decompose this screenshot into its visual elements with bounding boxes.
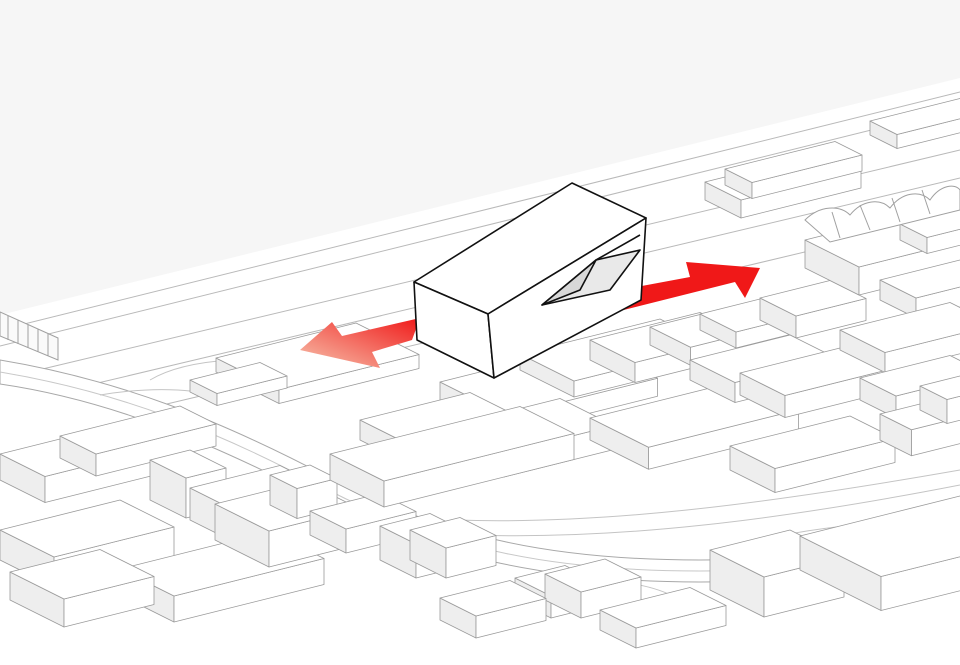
context-building-roof [724, 141, 863, 183]
context-building-roof [544, 558, 642, 593]
road-line [454, 469, 960, 522]
focus-building [413, 182, 647, 379]
context-building [879, 259, 960, 319]
rail-line [0, 107, 960, 347]
context-building-roof [9, 549, 155, 600]
station-canopy [804, 185, 960, 243]
context-building [899, 208, 960, 254]
context-building [439, 580, 547, 639]
context-building [329, 406, 575, 508]
focus-building-notch-shadow [541, 259, 597, 306]
context-building-front [880, 556, 960, 611]
context-building-roof [409, 517, 497, 549]
context-building-front [911, 417, 960, 457]
context-buildings [0, 98, 960, 649]
context-building-roof [879, 259, 960, 299]
context-building-roof [759, 280, 867, 317]
viaduct-truss [0, 311, 59, 361]
road-line [469, 484, 960, 537]
context-building [919, 375, 960, 424]
rail-line [0, 91, 960, 331]
context-building-roof [329, 406, 575, 482]
context-building [799, 495, 960, 611]
context-building [724, 141, 863, 199]
context-building [189, 362, 288, 406]
context-building-front [926, 228, 960, 254]
context-building [869, 98, 960, 149]
context-building [729, 415, 896, 493]
context-building [9, 549, 155, 628]
context-building-roof [149, 449, 227, 479]
context-building [839, 302, 960, 373]
movement-arrow-faded [300, 318, 420, 368]
context-building-roof [799, 495, 960, 577]
context-building [544, 558, 642, 619]
context-building [409, 517, 497, 579]
context-building-roof [869, 98, 960, 135]
context-building-roof [0, 499, 175, 558]
context-building-roof [599, 587, 727, 629]
context-building-roof [839, 302, 960, 353]
context-building [599, 587, 727, 649]
context-building [759, 280, 867, 339]
context-building-front [946, 395, 960, 424]
context-building [59, 405, 217, 477]
context-building-roof [919, 375, 960, 400]
context-building-roof [189, 362, 288, 394]
context-building [879, 393, 960, 457]
context-building-roof [59, 405, 217, 455]
focus-building-crease [595, 234, 641, 261]
context-building-roof [439, 580, 547, 617]
